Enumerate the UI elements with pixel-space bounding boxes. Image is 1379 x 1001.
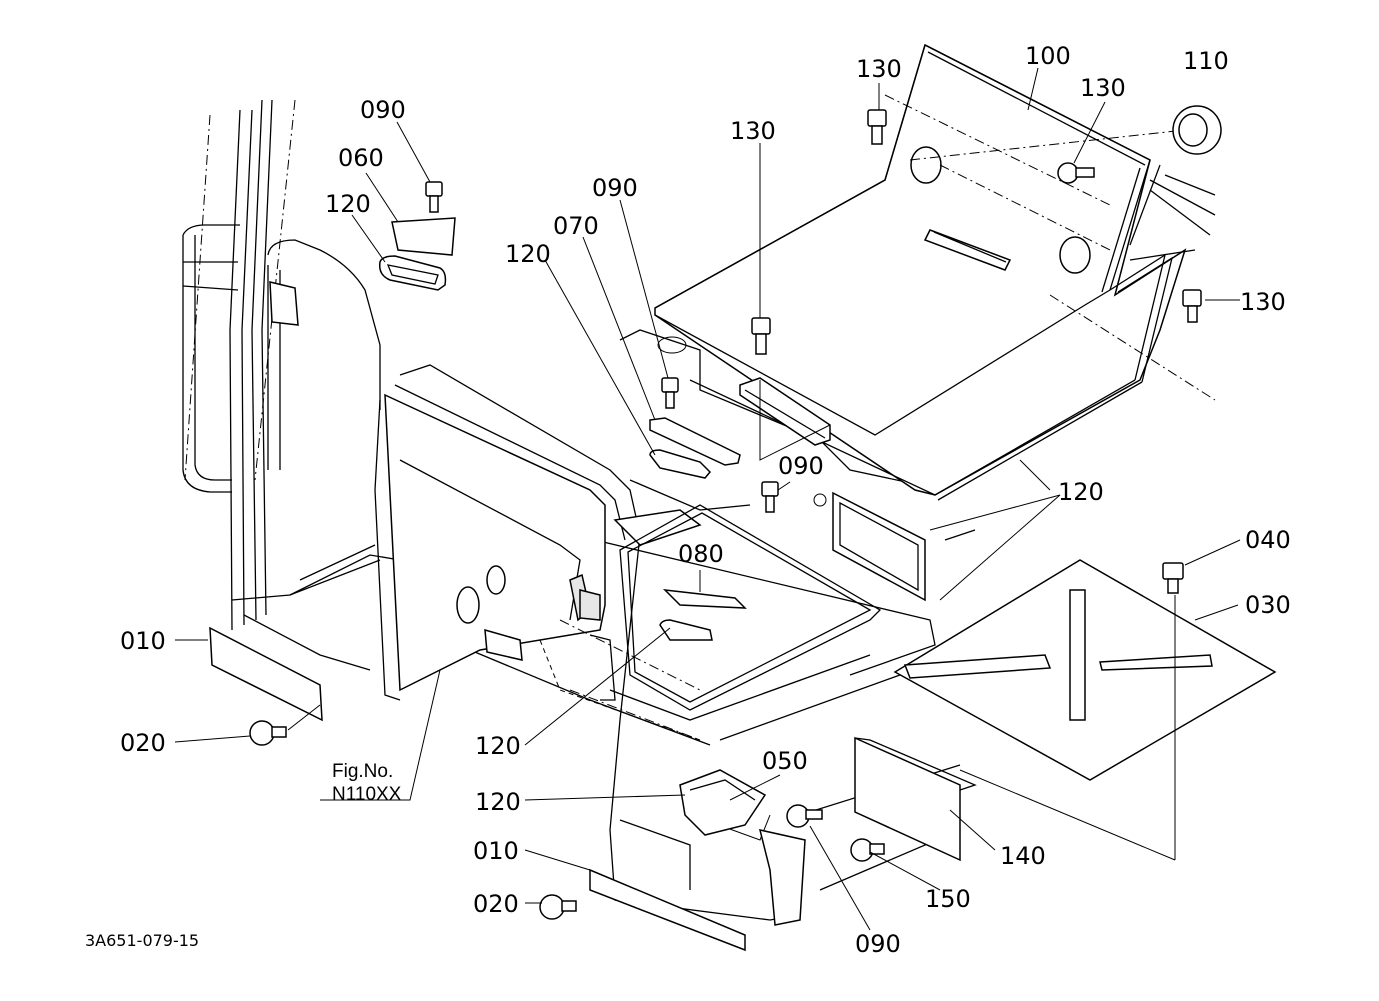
callout-020: 020 xyxy=(473,890,519,918)
callout-090: 090 xyxy=(778,452,824,480)
callout-090: 090 xyxy=(855,930,901,958)
side-gasket-120 xyxy=(813,491,976,602)
callout-150: 150 xyxy=(925,885,971,913)
bolt-150 xyxy=(850,838,885,862)
bolts xyxy=(249,105,1222,920)
callout-120: 120 xyxy=(475,788,521,816)
callout-120: 120 xyxy=(475,732,521,760)
bolt-090-a xyxy=(425,181,443,213)
figure-ref-line2: N110XX xyxy=(332,784,402,805)
cover-plate-030 xyxy=(893,559,1277,781)
callout-060: 060 xyxy=(338,144,384,172)
callout-040: 040 xyxy=(1245,526,1291,554)
callout-010: 010 xyxy=(473,837,519,865)
screw-090-d xyxy=(786,804,823,828)
callout-130: 130 xyxy=(730,117,776,145)
leader-lines xyxy=(174,67,1241,931)
figure-ref-line1: Fig.No. xyxy=(332,761,393,782)
callout-090: 090 xyxy=(360,96,406,124)
callout-130: 130 xyxy=(856,55,902,83)
cover-140 xyxy=(854,736,977,862)
callout-070: 070 xyxy=(553,212,599,240)
rear-panel-100 xyxy=(654,43,1216,501)
center-console xyxy=(374,329,921,831)
bolt-020-a xyxy=(249,720,287,746)
callout-130: 130 xyxy=(1080,74,1126,102)
bolt-090-c xyxy=(761,481,779,513)
screw-130-c xyxy=(1057,162,1095,184)
callout-080: 080 xyxy=(678,540,724,568)
callout-050: 050 xyxy=(762,747,808,775)
callout-030: 030 xyxy=(1245,591,1291,619)
cab-frame-left xyxy=(182,99,381,671)
callout-120: 120 xyxy=(505,240,551,268)
callout-130: 130 xyxy=(1240,288,1286,316)
bolt-130-a xyxy=(867,109,887,145)
callout-010: 010 xyxy=(120,627,166,655)
callout-110: 110 xyxy=(1183,47,1229,75)
callout-140: 140 xyxy=(1000,842,1046,870)
bolt-130-d xyxy=(1182,289,1202,323)
bolt-020-b xyxy=(539,894,577,920)
bolt-090-b xyxy=(661,377,679,409)
floor-plate xyxy=(539,504,882,741)
drawing-number: 3A651-079-15 xyxy=(85,931,199,950)
grommet-110 xyxy=(1172,105,1222,155)
callout-020: 020 xyxy=(120,729,166,757)
bolt-040 xyxy=(1162,562,1184,594)
callout-120: 120 xyxy=(325,190,371,218)
small-parts xyxy=(209,217,767,952)
floor-frame xyxy=(289,539,961,926)
bolt-130-b xyxy=(751,317,771,355)
callout-labels: 090 060 120 120 070 090 130 130 100 130 … xyxy=(120,42,1291,958)
callout-100: 100 xyxy=(1025,42,1071,70)
callout-120: 120 xyxy=(1058,478,1104,506)
callout-090: 090 xyxy=(592,174,638,202)
